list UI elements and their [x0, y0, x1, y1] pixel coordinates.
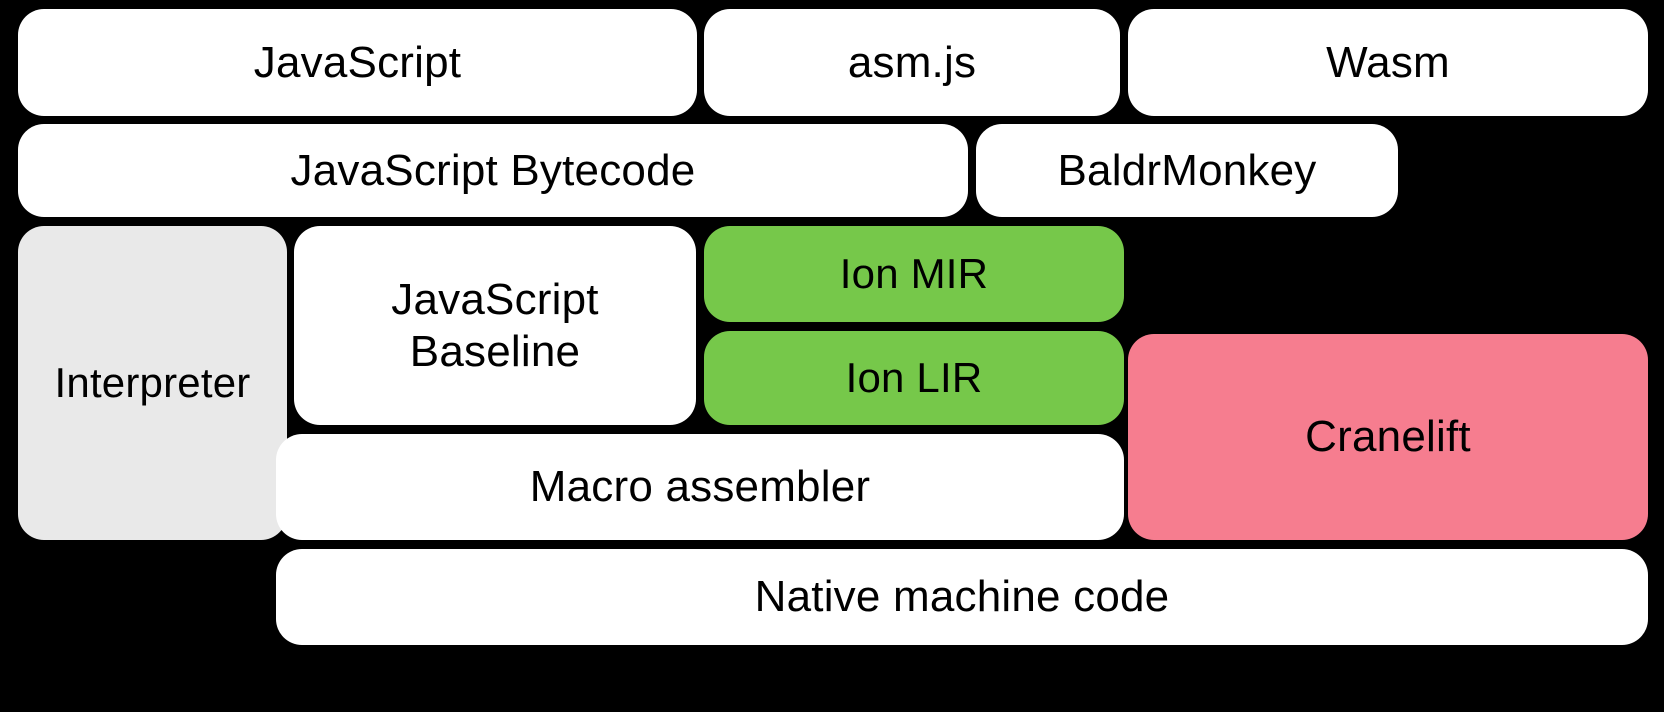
node-native-machine-code: Native machine code	[276, 549, 1648, 645]
node-macro-assembler: Macro assembler	[276, 434, 1124, 540]
node-label-native-machine-code: Native machine code	[754, 572, 1170, 622]
node-label-cranelift: Cranelift	[1305, 412, 1471, 462]
node-ion-lir: Ion LIR	[704, 331, 1124, 425]
node-label-baldrmonkey: BaldrMonkey	[1057, 145, 1317, 195]
node-javascript-baseline: JavaScript Baseline	[294, 226, 696, 425]
node-label-javascript: JavaScript	[253, 37, 462, 87]
node-wasm: Wasm	[1128, 9, 1648, 116]
node-cranelift: Cranelift	[1128, 334, 1648, 540]
node-label-wasm: Wasm	[1326, 37, 1450, 87]
node-label-macro-assembler: Macro assembler	[529, 462, 871, 512]
node-label-ion-mir: Ion MIR	[839, 250, 989, 298]
node-javascript-bytecode: JavaScript Bytecode	[18, 124, 968, 217]
node-asmjs: asm.js	[704, 9, 1120, 116]
node-label-ion-lir: Ion LIR	[845, 354, 983, 402]
node-javascript: JavaScript	[18, 9, 697, 116]
node-label-interpreter: Interpreter	[54, 359, 251, 407]
node-ion-mir: Ion MIR	[704, 226, 1124, 322]
node-interpreter: Interpreter	[18, 226, 287, 540]
node-label-javascript-baseline: JavaScript Baseline	[391, 274, 599, 376]
node-baldrmonkey: BaldrMonkey	[976, 124, 1398, 217]
node-label-javascript-bytecode: JavaScript Bytecode	[290, 145, 696, 195]
node-label-asmjs: asm.js	[847, 37, 977, 87]
